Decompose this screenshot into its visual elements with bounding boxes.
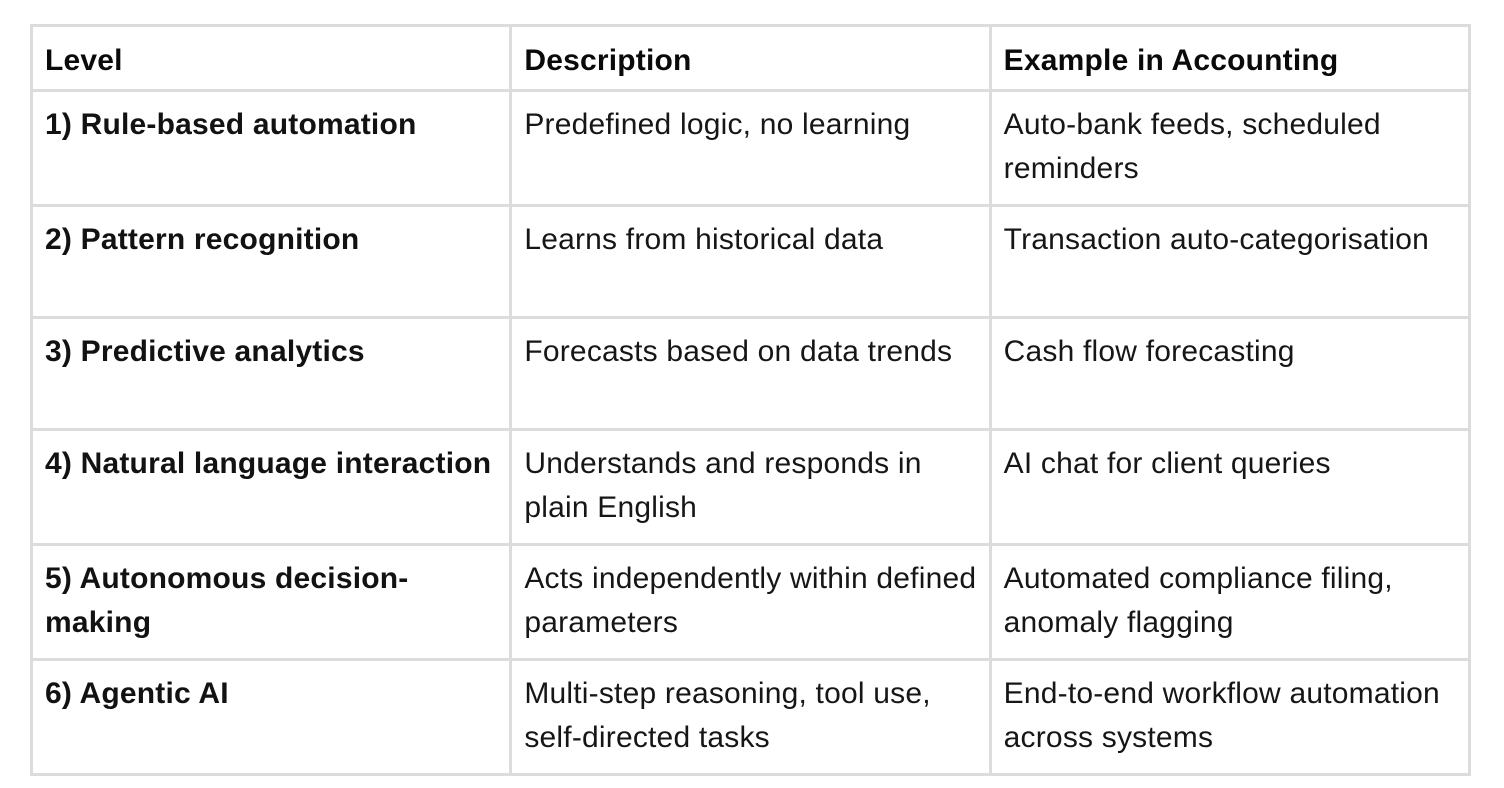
header-example: Example in Accounting [988,24,1472,92]
level-cell: 1) Rule-based automation [29,89,513,207]
table-row: 2) Pattern recognition Learns from histo… [29,204,1472,319]
header-level: Level [29,24,513,92]
header-row: Level Description Example in Accounting [29,24,1472,92]
description-cell: Learns from historical data [509,204,992,319]
example-cell: End-to-end workflow automation across sy… [988,658,1472,776]
description-cell: Acts independently within defined parame… [509,543,992,661]
table-row: 6) Agentic AI Multi-step reasoning, tool… [29,658,1472,776]
description-cell: Forecasts based on data trends [509,316,992,431]
table-row: 5) Autonomous decision-making Acts indep… [29,543,1472,661]
table-row: 4) Natural language interaction Understa… [29,428,1472,546]
example-cell: Auto-bank feeds, scheduled reminders [988,89,1472,207]
level-cell: 3) Predictive analytics [29,316,513,431]
description-cell: Understands and responds in plain Englis… [509,428,992,546]
header-description: Description [509,24,992,92]
level-cell: 2) Pattern recognition [29,204,513,319]
description-cell: Multi-step reasoning, tool use, self-dir… [509,658,992,776]
example-cell: Automated compliance filing, anomaly fla… [988,543,1472,661]
ai-levels-table: Level Description Example in Accounting … [29,24,1472,776]
level-cell: 5) Autonomous decision-making [29,543,513,661]
table-header: Level Description Example in Accounting [29,24,1472,92]
example-cell: AI chat for client queries [988,428,1472,546]
example-cell: Cash flow forecasting [988,316,1472,431]
table-row: 3) Predictive analytics Forecasts based … [29,316,1472,431]
table-body: 1) Rule-based automation Predefined logi… [29,89,1472,776]
example-cell: Transaction auto-categorisation [988,204,1472,319]
level-cell: 6) Agentic AI [29,658,513,776]
table-row: 1) Rule-based automation Predefined logi… [29,89,1472,207]
description-cell: Predefined logic, no learning [509,89,992,207]
level-cell: 4) Natural language interaction [29,428,513,546]
